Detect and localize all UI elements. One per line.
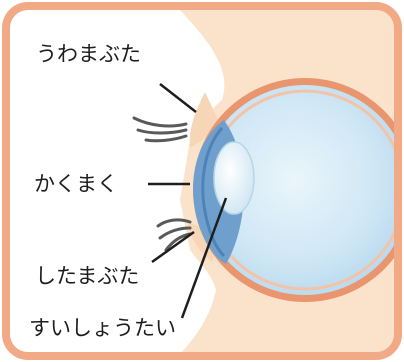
- lens: [213, 141, 255, 215]
- lower-eyelid-label: したまぶた: [35, 264, 140, 288]
- upper-eyelid-label: うわまぶた: [36, 42, 141, 66]
- lens-leader: [180, 197, 228, 319]
- lens-label: すいしょうたい: [29, 316, 176, 340]
- cornea-highlight: [201, 127, 226, 258]
- cornea-label: かくまく: [34, 172, 118, 196]
- frame-border: [2, 2, 402, 360]
- lower-eyelashes: [156, 218, 192, 252]
- lower-eyelid-leader: [151, 230, 195, 264]
- upper-eyelid-leader: [159, 83, 197, 113]
- upper-eyelid: [189, 92, 222, 148]
- eyeball: [200, 85, 398, 295]
- upper-eyelashes: [132, 116, 188, 143]
